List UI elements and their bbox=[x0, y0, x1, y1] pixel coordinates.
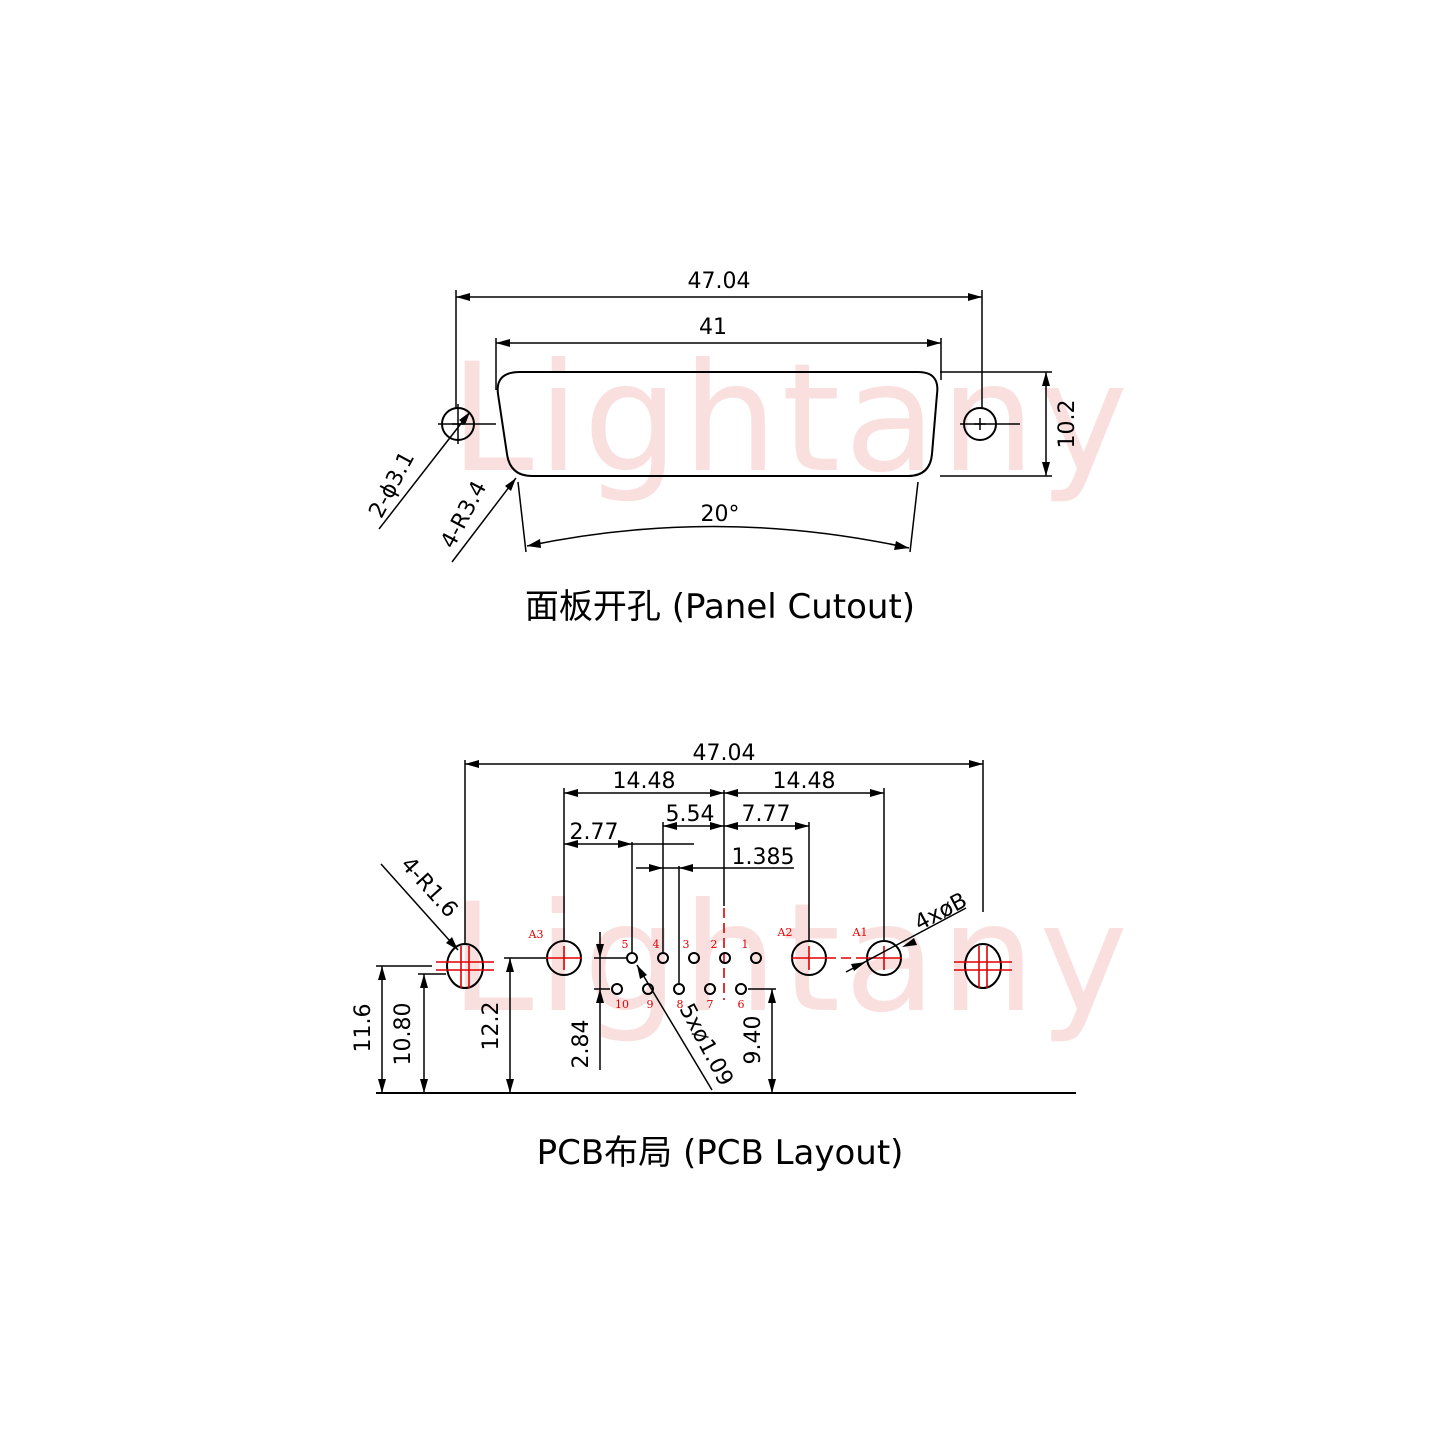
dim-pitch-5-54: 5.54 bbox=[666, 802, 715, 827]
label-pin-2: 2 bbox=[711, 938, 718, 951]
dim-h-10-80: 10.80 bbox=[391, 1003, 416, 1066]
pin-10 bbox=[611, 983, 623, 995]
label-pin-3: 3 bbox=[683, 938, 690, 951]
panel-cutout-title: 面板开孔 (Panel Cutout) bbox=[525, 587, 915, 627]
dim-height: 10.2 bbox=[1055, 400, 1080, 449]
pin-2 bbox=[719, 952, 731, 964]
board-lock-right bbox=[964, 943, 1002, 989]
watermark-bottom: Lightany bbox=[450, 872, 1132, 1046]
dim-h-12-2: 12.2 bbox=[479, 1002, 504, 1051]
label-pin-6: 6 bbox=[738, 998, 745, 1011]
label-pin-4: 4 bbox=[653, 938, 660, 951]
dim-arc-angle bbox=[526, 525, 910, 549]
dim-right-span: 14.48 bbox=[773, 769, 836, 794]
leader-radius bbox=[451, 477, 517, 563]
label-pin-7: 7 bbox=[707, 998, 714, 1011]
dim-h-2-84: 2.84 bbox=[569, 1020, 594, 1069]
d-sub-cutout-outline bbox=[496, 371, 939, 477]
dim-pcb-overall-width: 47.04 bbox=[693, 741, 756, 766]
label-a3: A3 bbox=[528, 928, 544, 941]
dim-pitch-7-77: 7.77 bbox=[742, 802, 791, 827]
dim-h-9-40: 9.40 bbox=[741, 1016, 766, 1065]
dim-overall-width: 47.04 bbox=[688, 269, 751, 294]
pin-8 bbox=[673, 983, 685, 995]
pin-6 bbox=[735, 983, 747, 995]
dim-left-span: 14.48 bbox=[613, 769, 676, 794]
pin-5 bbox=[626, 952, 638, 964]
label-pin-1: 1 bbox=[742, 938, 749, 951]
label-a1: A1 bbox=[852, 926, 868, 939]
dim-h-11-6: 11.6 bbox=[351, 1004, 376, 1053]
panel-cutout-view: 47.04 41 10.2 20° 2-ϕ3.1 4-R3.4 面板开孔 (Pa… bbox=[364, 269, 1080, 627]
pin-4 bbox=[657, 952, 669, 964]
pin-1 bbox=[750, 952, 762, 964]
label-pin-9: 9 bbox=[647, 998, 654, 1011]
dim-corner-radius: 4-R3.4 bbox=[436, 477, 492, 553]
dim-pitch-1-385: 1.385 bbox=[732, 845, 795, 870]
label-a2: A2 bbox=[777, 926, 793, 939]
watermark-top: Lightany bbox=[450, 332, 1132, 506]
label-pin-5: 5 bbox=[622, 938, 629, 951]
pin-3 bbox=[688, 952, 700, 964]
dim-hole: 2-ϕ3.1 bbox=[364, 448, 420, 523]
leader-hole bbox=[378, 411, 471, 530]
dim-pitch-2-77: 2.77 bbox=[570, 820, 619, 845]
dim-cutout-width: 41 bbox=[699, 315, 727, 340]
label-pin-10: 10 bbox=[615, 998, 629, 1011]
label-pin-8: 8 bbox=[677, 998, 684, 1011]
dim-angle: 20° bbox=[701, 502, 740, 527]
pcb-layout-title: PCB布局 (PCB Layout) bbox=[537, 1133, 904, 1173]
pin-7 bbox=[704, 983, 716, 995]
